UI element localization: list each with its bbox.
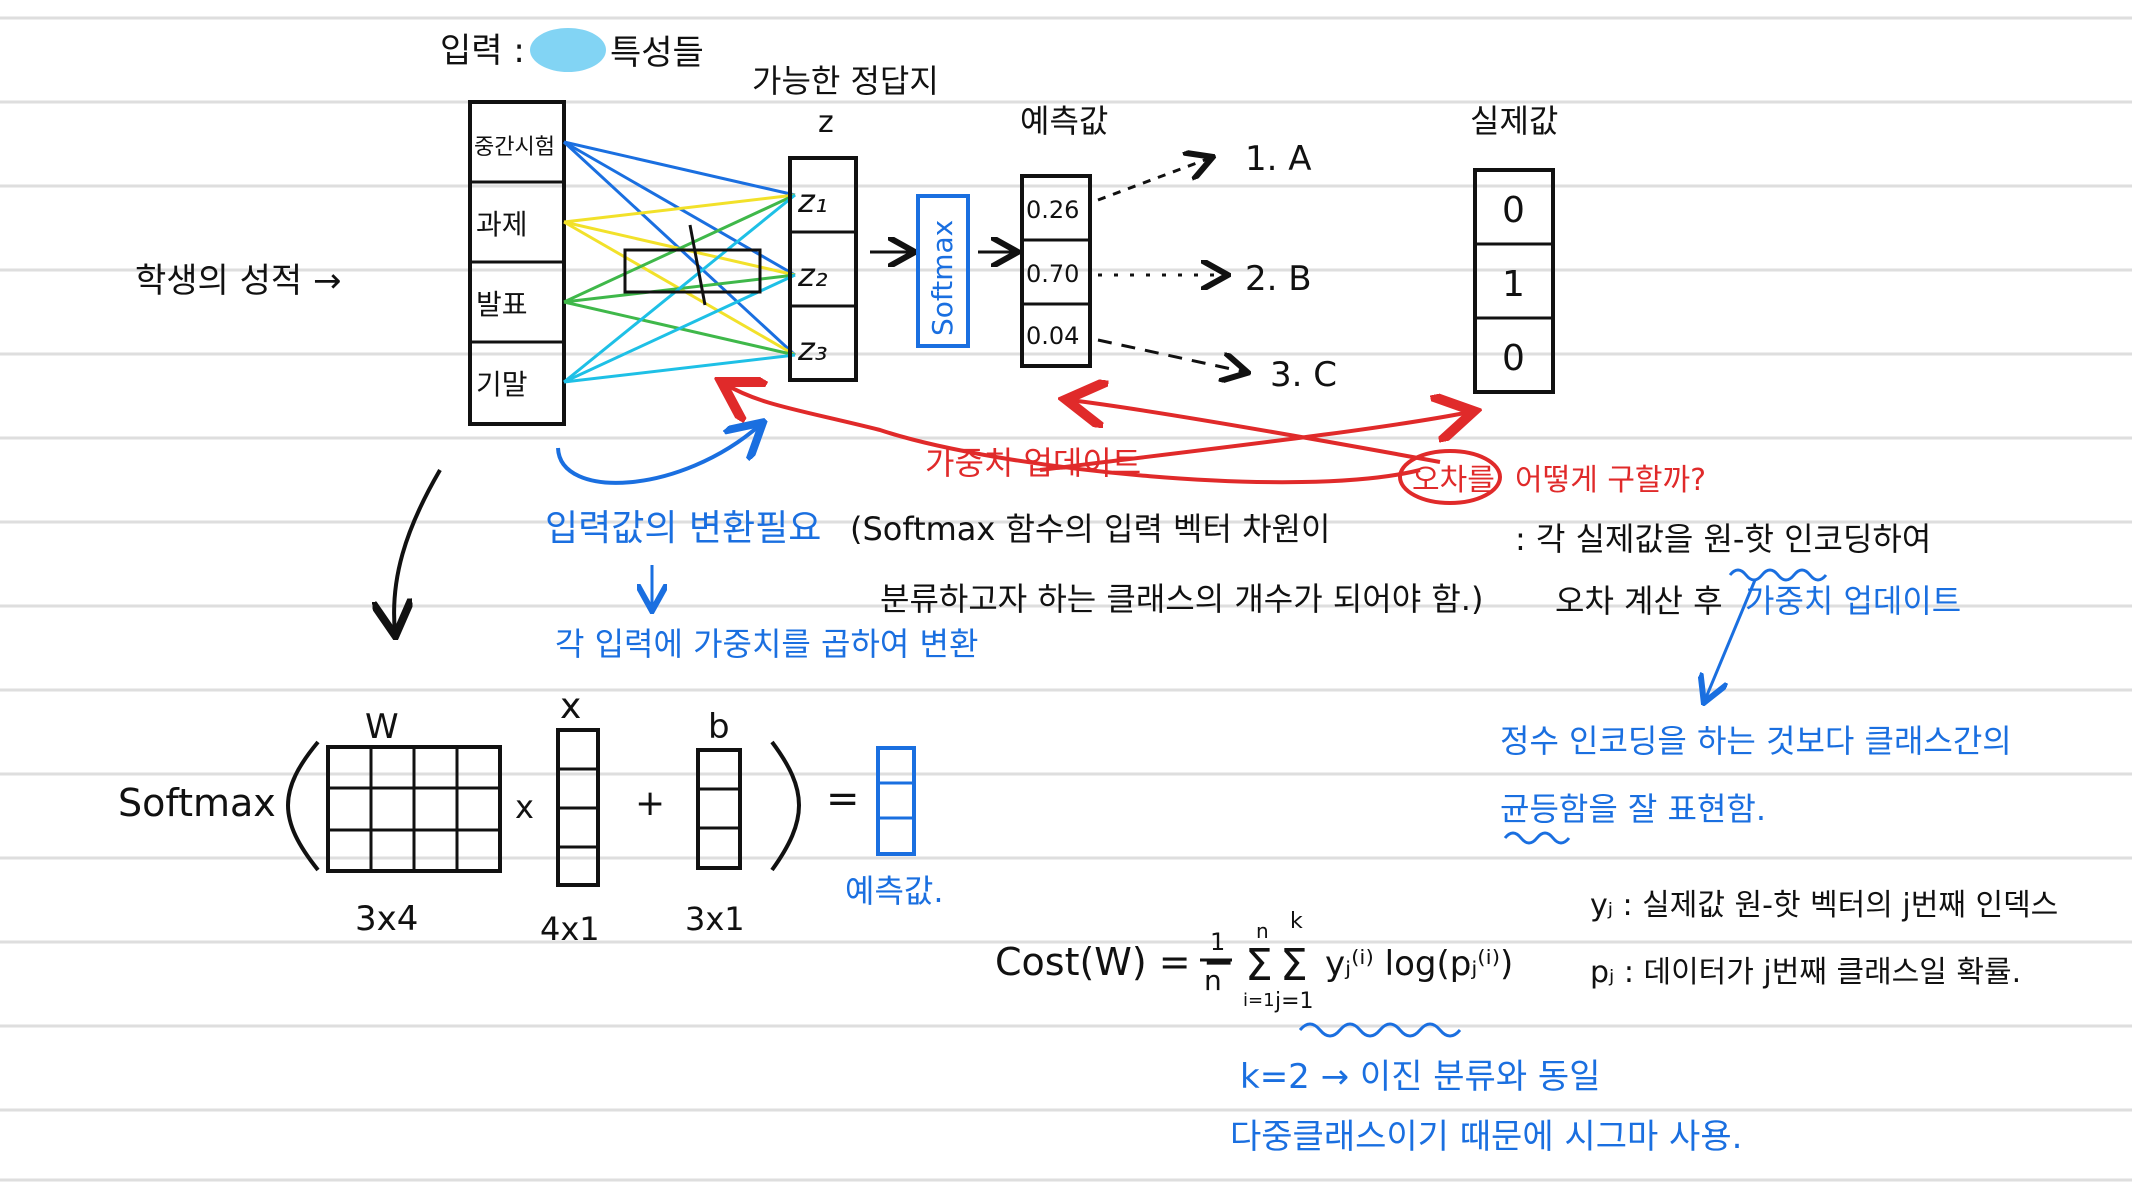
onehot-explain-squiggle	[1503, 831, 1571, 845]
cost-frac-den: n	[1204, 964, 1222, 997]
feature-presentation: 발표	[476, 288, 528, 321]
prediction-c: 0.04	[1026, 322, 1079, 350]
weight-update-label: 가중치 업데이트	[925, 444, 1141, 482]
formula-dim-w: 3x4	[355, 899, 418, 939]
input-title-suffix: 특성들	[610, 33, 704, 73]
onehot-explain-line1: 정수 인코딩을 하는 것보다 클래스간의	[1500, 722, 2012, 760]
cost-body: yⱼ⁽ⁱ⁾ log(pⱼ⁽ⁱ⁾)	[1325, 944, 1513, 984]
error-question: 어떻게 구할까?	[1515, 463, 1706, 498]
formula-dim-x: 4x1	[540, 910, 600, 948]
input-feature-column	[468, 100, 566, 426]
cost-sum1-top: n	[1256, 919, 1269, 943]
softmax-box	[916, 194, 970, 348]
formula-b-label: b	[708, 707, 730, 747]
arrow-to-class-c	[1097, 338, 1245, 372]
red-curve-to-prediction	[1070, 400, 1441, 464]
formula-times: x	[515, 788, 534, 826]
hidden-scribble	[623, 224, 762, 306]
possible-answers-title: 가능한 정답지	[752, 62, 939, 100]
formula-left-paren	[286, 740, 320, 872]
actual-value-a: 0	[1502, 190, 1525, 231]
onehot-underline-squiggle	[1728, 568, 1828, 582]
red-curve-to-actual	[1039, 412, 1470, 472]
prediction-b: 0.70	[1026, 260, 1079, 288]
prediction-vector	[876, 746, 916, 856]
cost-sum2-sigma: Σ	[1280, 940, 1308, 991]
feature-midterm: 중간시험	[474, 135, 555, 160]
notebook-rule-lines	[0, 16, 2132, 1182]
class-c: 3. C	[1270, 355, 1337, 395]
transform-reason-line1: (Softmax 함수의 입력 벡터 차원이	[850, 510, 1330, 548]
prediction-a: 0.26	[1026, 196, 1079, 224]
input-title-prefix: 입력 :	[440, 31, 525, 71]
formula-w-label: W	[365, 707, 399, 747]
arrow-to-class-a	[1097, 158, 1210, 202]
class-a: 1. A	[1245, 139, 1312, 179]
red-curve-weight-update	[725, 384, 1421, 485]
actual-title: 실제값	[1470, 102, 1558, 140]
z3: z₃	[797, 330, 828, 368]
cost-squiggle	[1298, 1022, 1462, 1038]
w-matrix	[326, 745, 502, 873]
formula-plus: +	[635, 783, 665, 824]
softmax-box-label: Softmax	[926, 220, 959, 336]
actual-column	[1473, 168, 1555, 394]
redacted-blob	[530, 28, 606, 72]
b-vector	[696, 748, 742, 870]
onehot-note-line1: : 각 실제값을 원-핫 인코딩하여	[1515, 520, 1931, 558]
z1: z₁	[797, 182, 828, 220]
cost-lhs: Cost(W) = −	[995, 940, 1235, 984]
error-circle	[1398, 449, 1502, 505]
prediction-column	[1020, 174, 1092, 368]
z2: z₂	[797, 256, 828, 294]
class-b: 2. B	[1245, 259, 1312, 299]
cost-sum1-sigma: Σ	[1245, 940, 1273, 991]
arrow-to-onehot-explain	[1705, 579, 1757, 700]
formula-right-paren	[770, 740, 801, 872]
cost-multiclass-note: 다중클래스이기 때문에 시그마 사용.	[1230, 1117, 1742, 1157]
feature-assignment: 과제	[476, 208, 528, 241]
x-vector	[556, 728, 600, 887]
onehot-explain-line2: 균등함을 잘 표현함.	[1500, 790, 1766, 828]
cost-sum2-bot: j=1	[1274, 989, 1314, 1014]
formula-prediction: 예측값.	[845, 872, 944, 910]
actual-value-c: 0	[1502, 338, 1525, 379]
blue-curve-transform	[556, 425, 760, 485]
error-word: 오차를	[1412, 463, 1495, 498]
arrow-down-to-formula	[394, 468, 442, 632]
onehot-note-line2-blue: 가중치 업데이트	[1745, 582, 1961, 620]
student-grades-label: 학생의 성적 →	[135, 261, 342, 301]
formula-dim-b: 3x1	[685, 900, 745, 938]
cost-yj-def: yⱼ : 실제값 원-핫 벡터의 j번째 인덱스	[1590, 888, 2058, 923]
z-column	[788, 156, 858, 382]
transform-reason-line2: 분류하고자 하는 클래스의 개수가 되어야 함.)	[880, 580, 1483, 618]
prediction-title: 예측값	[1020, 102, 1108, 140]
cost-k2-note: k=2 → 이진 분류와 동일	[1240, 1057, 1601, 1097]
cost-frac-num: 1	[1210, 928, 1225, 956]
multiply-weights: 각 입력에 가중치를 곱하여 변환	[555, 625, 978, 663]
z-label: z	[818, 105, 834, 140]
cost-sum1-bot: i=1	[1243, 990, 1275, 1011]
cost-pj-def: pⱼ : 데이터가 j번째 클래스일 확률.	[1590, 955, 2021, 990]
formula-softmax: Softmax	[118, 781, 276, 825]
formula-equals: =	[826, 776, 860, 822]
actual-value-b: 1	[1502, 264, 1525, 305]
transform-needed: 입력값의 변환필요	[545, 508, 821, 549]
feature-final: 기말	[476, 368, 528, 401]
cost-sum2-top: k	[1290, 909, 1303, 934]
onehot-note-line2-black: 오차 계산 후	[1555, 582, 1723, 620]
formula-x-label: x	[560, 686, 581, 727]
